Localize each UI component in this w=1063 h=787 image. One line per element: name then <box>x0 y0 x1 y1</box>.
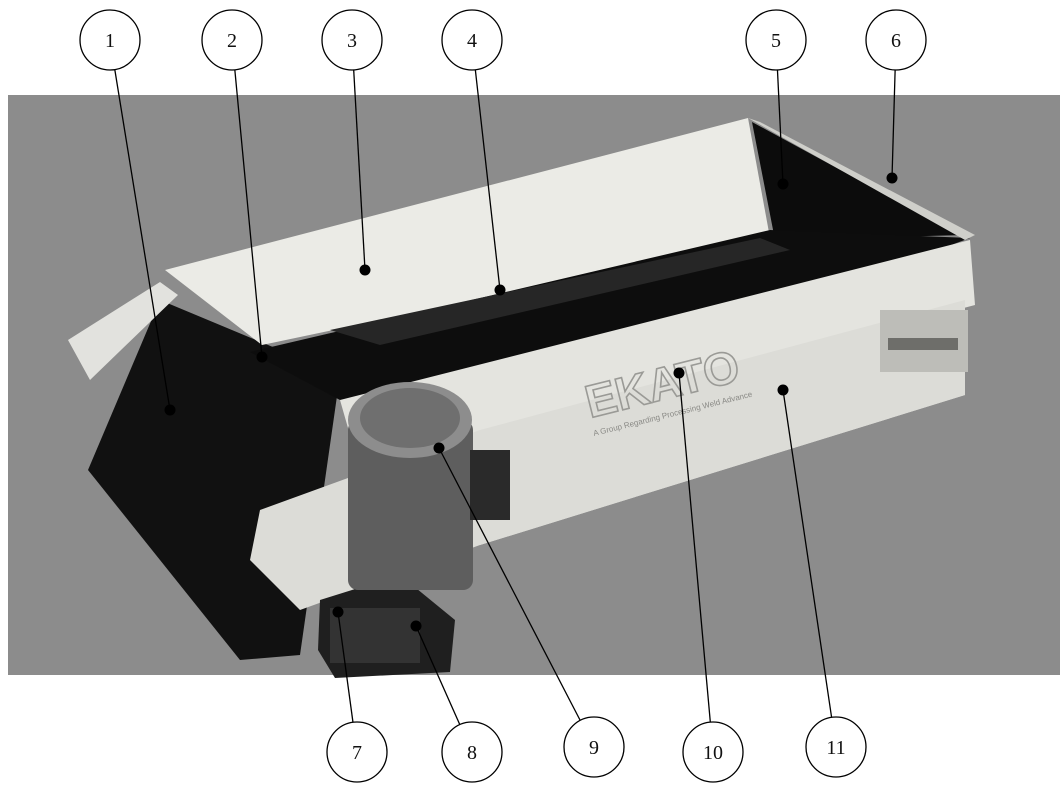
gearbox-fins <box>330 608 420 663</box>
callout-circle-8 <box>441 721 503 783</box>
callout-dot-7 <box>332 606 344 618</box>
callout-dot-6 <box>886 172 898 184</box>
callout-leader-1 <box>114 69 171 411</box>
callout-leader-11 <box>782 389 833 718</box>
callout-layer: 1 2 3 4 5 6 7 8 9 10 11 <box>79 9 927 783</box>
callout-dot-10 <box>673 367 685 379</box>
callout-label-2: 2 <box>227 30 237 52</box>
callout-leader-8 <box>415 625 461 725</box>
callout-dot-4 <box>494 284 506 296</box>
callout-leader-7 <box>337 611 354 723</box>
callout-circle-11 <box>805 716 867 778</box>
callout-dot-3 <box>359 264 371 276</box>
callout-leader-5 <box>776 69 784 185</box>
callout-label-11: 11 <box>826 737 845 759</box>
right-bracket-slot <box>888 338 958 350</box>
callout-circle-9 <box>563 716 625 778</box>
callout-dot-11 <box>777 384 789 396</box>
callout-label-6: 6 <box>891 30 901 52</box>
left-end-guard <box>68 282 178 380</box>
callout-label-5: 5 <box>771 30 781 52</box>
callout-leader-2 <box>234 69 263 358</box>
callout-label-9: 9 <box>589 737 599 759</box>
motor-body <box>348 420 473 590</box>
callout-circle-1 <box>79 9 141 71</box>
callout-circle-4 <box>441 9 503 71</box>
callout-leader-9 <box>438 447 581 721</box>
callout-circle-7 <box>326 721 388 783</box>
belt-highlight <box>330 238 790 345</box>
callout-leader-4 <box>474 69 501 291</box>
callout-circle-5 <box>745 9 807 71</box>
callout-label-7: 7 <box>352 742 362 764</box>
callout-circle-6 <box>865 9 927 71</box>
callout-dot-1 <box>164 404 176 416</box>
callout-label-4: 4 <box>467 30 477 52</box>
callout-label-1: 1 <box>105 30 115 52</box>
callout-leader-10 <box>678 372 711 723</box>
conveyor-belt <box>250 230 970 420</box>
callout-dot-2 <box>256 351 268 363</box>
callout-leader-6 <box>891 69 896 179</box>
callout-dot-8 <box>410 620 422 632</box>
right-hopper-flap <box>752 122 965 240</box>
back-side-wall <box>165 118 770 345</box>
callout-circle-2 <box>201 9 263 71</box>
motor-fan-grille <box>360 388 460 448</box>
right-end-rail <box>748 118 975 240</box>
callout-label-10: 10 <box>703 742 723 764</box>
callout-dot-9 <box>433 442 445 454</box>
callout-leader-3 <box>353 69 366 271</box>
callout-label-3: 3 <box>347 30 357 52</box>
callout-label-8: 8 <box>467 742 477 764</box>
motor-terminal-box <box>470 450 510 520</box>
callout-dot-5 <box>777 178 789 190</box>
callout-circle-3 <box>321 9 383 71</box>
callout-circle-10 <box>682 721 744 783</box>
